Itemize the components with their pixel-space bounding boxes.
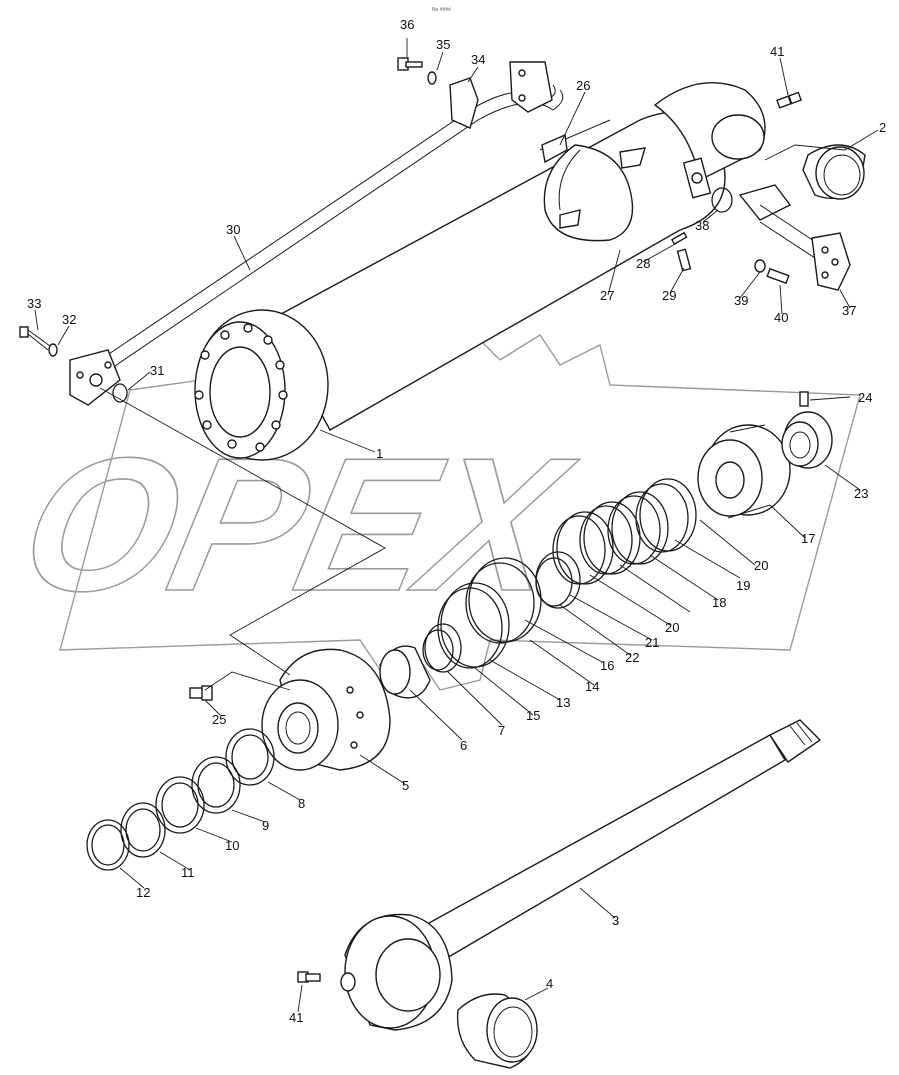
flange-block-left <box>69 349 121 406</box>
callout-35: 35 <box>436 37 450 52</box>
callout-33: 33 <box>27 296 41 311</box>
callout-27: 27 <box>600 288 614 303</box>
callout-1: 1 <box>376 446 383 461</box>
callout-24: 24 <box>858 390 872 405</box>
callout-36: 36 <box>400 17 414 32</box>
callout-30: 30 <box>226 222 240 237</box>
clamp-27 <box>541 133 646 242</box>
callout-19a: 19 <box>736 578 750 593</box>
callout-20a: 20 <box>754 558 768 573</box>
bolt-33 <box>19 326 51 351</box>
watermark-logo: OPEX <box>5 328 861 691</box>
callout-20b: 20 <box>665 620 679 635</box>
callout-11: 11 <box>181 865 195 880</box>
grease-nipple-41-top <box>776 91 802 109</box>
nut-23 <box>781 411 833 469</box>
callout-37: 37 <box>842 303 856 318</box>
callout-15: 15 <box>526 708 540 723</box>
callout-26: 26 <box>576 78 590 93</box>
callout-9: 9 <box>262 818 269 833</box>
flange-34 <box>449 77 479 129</box>
callout-41-top: 41 <box>770 44 784 59</box>
callout-22: 22 <box>625 650 639 665</box>
bushing-2 <box>802 144 866 200</box>
rod-head-5 <box>261 648 391 771</box>
callout-16: 16 <box>600 658 614 673</box>
callout-28: 28 <box>636 256 650 271</box>
callout-34: 34 <box>471 52 485 67</box>
callout-5: 5 <box>402 778 409 793</box>
bolt-25 <box>189 685 213 701</box>
callout-29: 29 <box>662 288 676 303</box>
flange-block-37 <box>711 184 851 291</box>
screw-28 <box>670 231 688 246</box>
cylinder-barrel-1 <box>194 82 766 461</box>
o-ring-31 <box>112 383 128 403</box>
bolt-36 <box>397 57 423 71</box>
callout-18: 18 <box>712 595 726 610</box>
set-screw-24 <box>799 391 809 407</box>
callout-23: 23 <box>854 486 868 501</box>
callout-40: 40 <box>774 310 788 325</box>
callout-25: 25 <box>212 712 226 727</box>
callout-39: 39 <box>734 293 748 308</box>
callout-14: 14 <box>585 679 599 694</box>
piston-rod-3 <box>340 719 822 1031</box>
callout-17: 17 <box>801 531 815 546</box>
callout-31: 31 <box>150 363 164 378</box>
bolt-29 <box>676 248 692 272</box>
callout-13: 13 <box>556 695 570 710</box>
bolt-40 <box>766 267 790 285</box>
callout-8: 8 <box>298 796 305 811</box>
callout-4: 4 <box>546 976 553 991</box>
callout-6: 6 <box>460 738 467 753</box>
header-text: No #### <box>432 7 451 13</box>
bushing-4 <box>456 993 538 1069</box>
grease-nipple-41-bottom <box>297 971 321 983</box>
washer-35 <box>427 71 437 85</box>
washer-32 <box>48 343 58 357</box>
callout-3: 3 <box>612 913 619 928</box>
leader-lines <box>34 38 879 1013</box>
callout-2: 2 <box>879 120 886 135</box>
callout-12: 12 <box>136 885 150 900</box>
washer-39 <box>754 259 766 273</box>
flange-block-top <box>509 61 553 113</box>
callout-21: 21 <box>645 635 659 650</box>
watermark-text: OPEX <box>6 418 589 631</box>
callout-32: 32 <box>62 312 76 327</box>
piston-rings <box>422 478 697 673</box>
bushing-6 <box>379 645 431 699</box>
rod-seals <box>86 728 275 871</box>
callout-41-bottom: 41 <box>289 1010 303 1025</box>
callout-7: 7 <box>498 723 505 738</box>
callout-10: 10 <box>225 838 239 853</box>
callout-labels: 1 2 3 4 5 6 7 8 9 10 11 12 13 14 15 16 1… <box>27 17 886 1025</box>
piston-17 <box>697 424 791 519</box>
callout-38: 38 <box>695 218 709 233</box>
